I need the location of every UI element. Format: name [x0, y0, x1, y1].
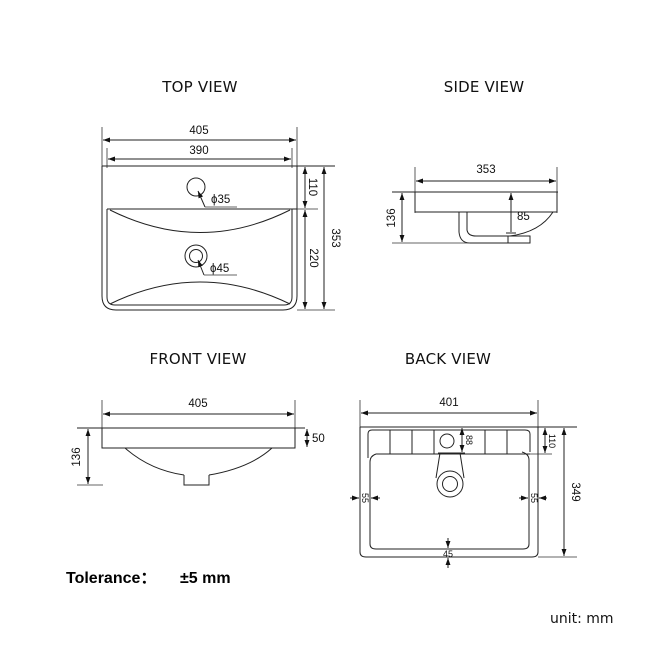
back-height-349: 349	[569, 482, 581, 501]
side-view: SIDE VIEW 353 136 85	[386, 78, 558, 244]
side-view-title: SIDE VIEW	[444, 78, 525, 96]
side-bowl-85: 85	[517, 211, 530, 223]
back-view: BACK VIEW 401 88 110 349	[350, 350, 581, 568]
front-view: FRONT VIEW 405 136 50	[71, 350, 325, 486]
top-width-405: 405	[189, 125, 208, 137]
back-bottom-wall-45: 45	[443, 549, 453, 559]
back-view-title: BACK VIEW	[405, 350, 491, 368]
side-height-136: 136	[386, 208, 398, 227]
front-height-136: 136	[71, 447, 83, 466]
unit-label: unit: mm	[550, 611, 614, 627]
drain-hole-label: ϕ45	[210, 263, 229, 275]
front-width-405: 405	[188, 398, 207, 410]
top-view-title: TOP VIEW	[161, 78, 237, 96]
top-total-depth-353: 353	[329, 228, 341, 247]
side-depth-353: 353	[476, 164, 495, 176]
back-left-wall-55: 55	[360, 493, 370, 503]
tolerance-value: ±5 mm	[180, 570, 231, 587]
top-view: TOP VIEW 405 390 ϕ35 ϕ45 1	[101, 78, 341, 311]
front-view-title: FRONT VIEW	[149, 350, 246, 368]
tap-hole-label: ϕ35	[211, 194, 230, 206]
top-width-390: 390	[189, 145, 208, 157]
back-depth-110: 110	[547, 434, 557, 448]
top-bowl-depth-220: 220	[307, 248, 319, 267]
back-tap-offset-88: 88	[464, 435, 474, 445]
tolerance-label: Tolerance：	[66, 570, 156, 587]
back-right-wall-55: 55	[529, 493, 539, 503]
front-rim-50: 50	[312, 433, 325, 445]
back-width-401: 401	[439, 397, 458, 409]
top-back-depth-110: 110	[306, 178, 318, 196]
